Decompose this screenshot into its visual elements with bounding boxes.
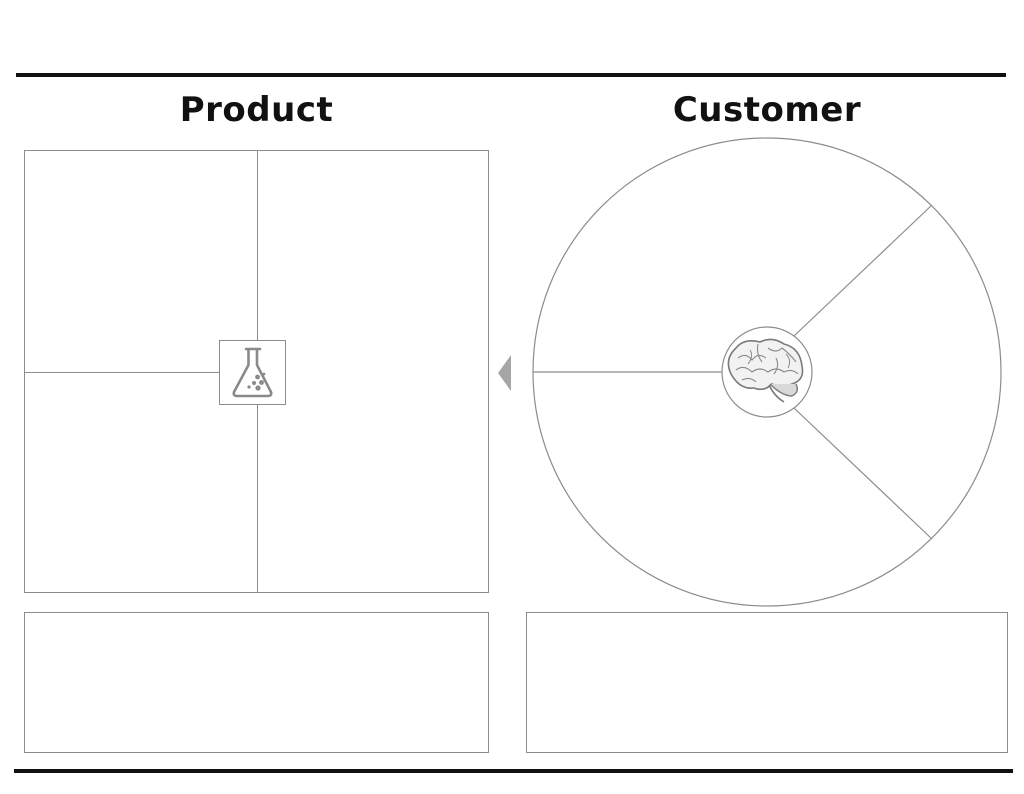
top-divider [16,73,1006,77]
product-icon-frame [219,340,286,405]
customer-notes-box [526,612,1008,753]
product-notes-box [24,612,489,753]
customer-heading: Customer [672,90,862,130]
customer-lower-divider [793,407,933,540]
customer-circle [532,137,1002,607]
brain-icon [727,338,804,403]
flask-icon [232,347,273,398]
arrow-left-icon [498,355,511,391]
product-horizontal-divider [25,372,257,373]
bottom-divider [14,769,1013,773]
product-square [24,150,489,593]
customer-upper-divider [793,204,933,337]
product-heading: Product [179,90,334,130]
